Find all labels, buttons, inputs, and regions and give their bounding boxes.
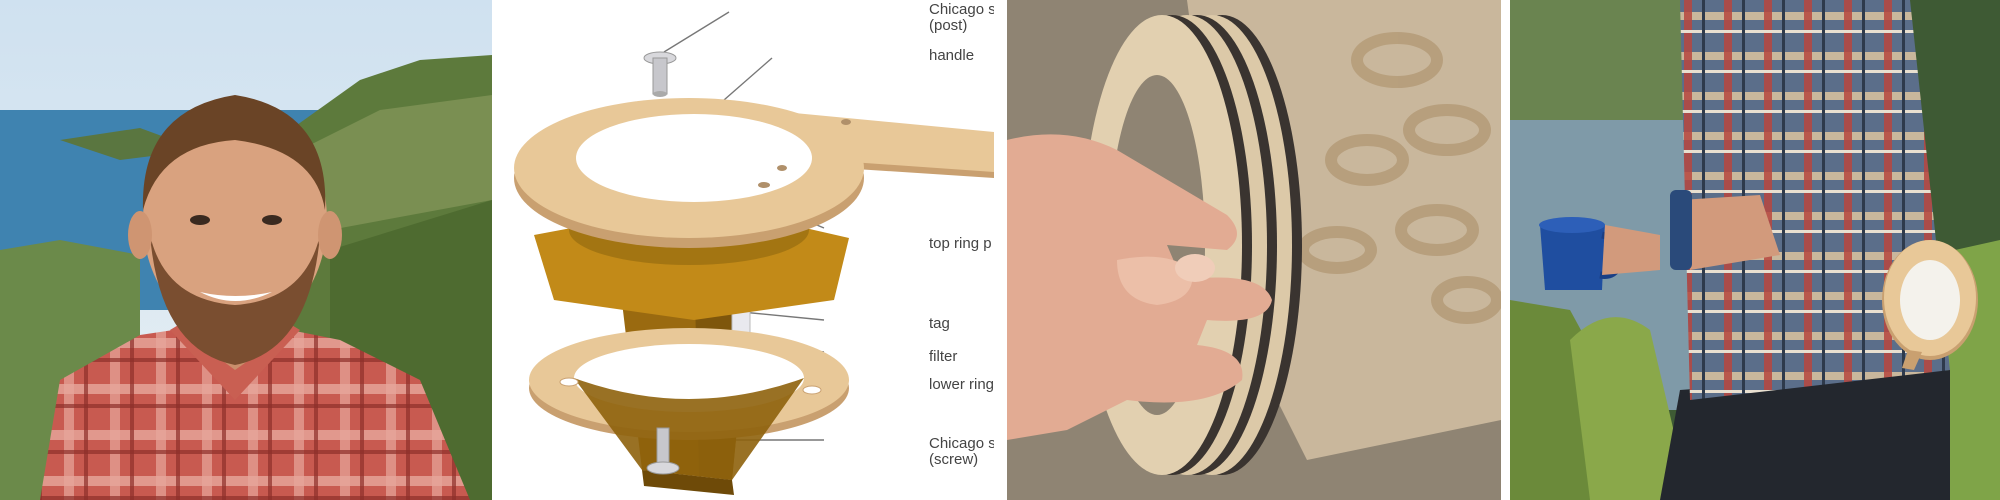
handle-label: handle (929, 47, 975, 64)
chicago-post-label: Chicago s (929, 1, 994, 18)
chicago-screw-sublabel: (screw) (929, 451, 979, 468)
hand-holding-rings-photo (1007, 0, 1501, 500)
top-ring-label: top ring p (929, 235, 992, 252)
portrait-photo (0, 0, 492, 500)
chicago-screw-label: Chicago s (929, 435, 994, 452)
filter-label: filter (929, 348, 958, 365)
exploded-diagram: Chicago s (post) handle top ring p tag f… (494, 0, 994, 500)
outdoor-lifestyle-photo (1510, 0, 2000, 500)
chicago-post-sublabel: (post) (929, 17, 968, 34)
lower-ring-label: lower ring (929, 376, 994, 393)
tag-label: tag (929, 315, 950, 332)
